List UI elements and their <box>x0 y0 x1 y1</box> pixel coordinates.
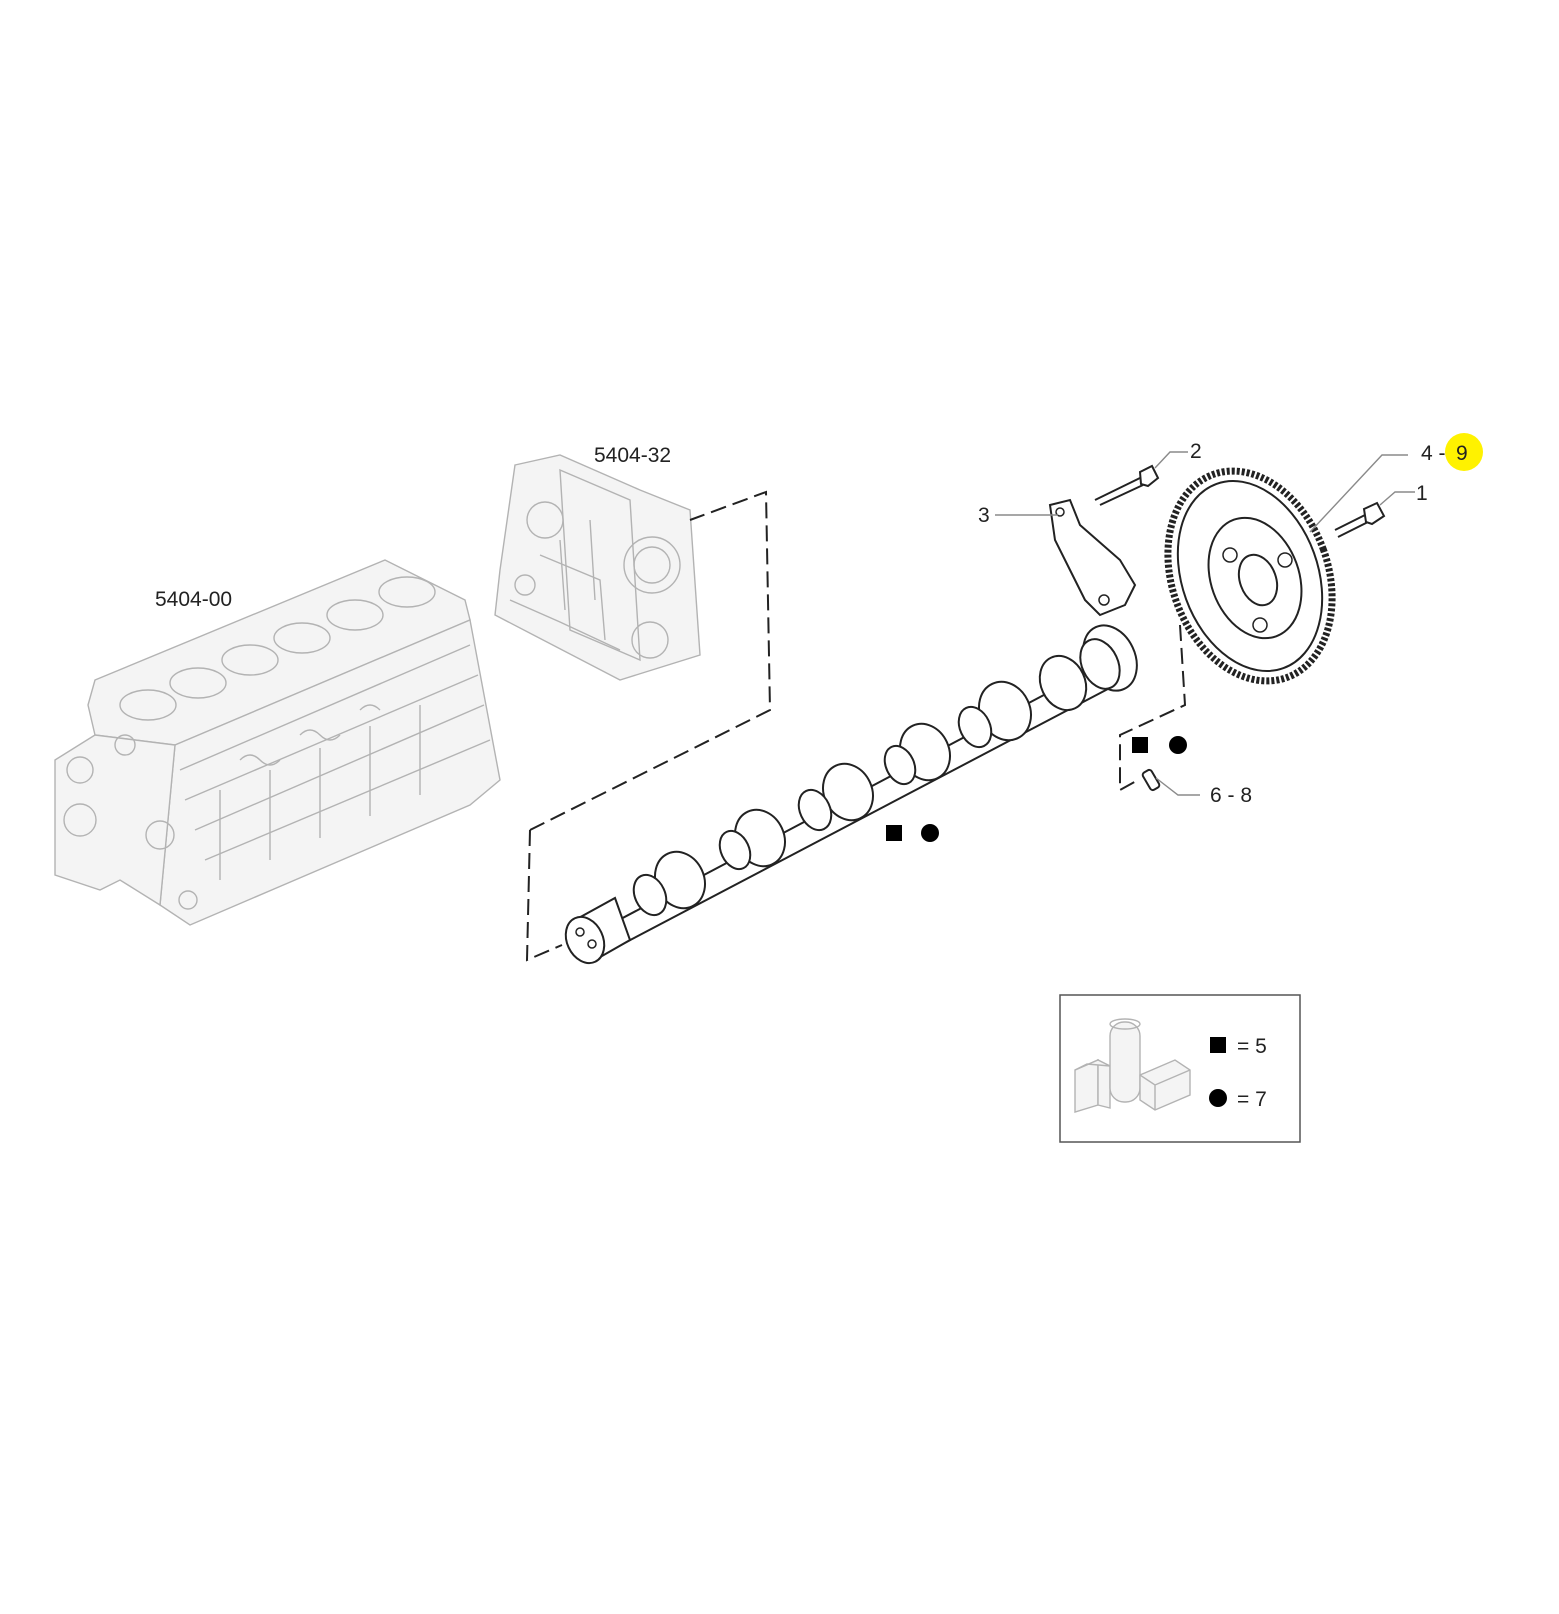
camshaft-part[interactable] <box>559 617 1147 970</box>
sealant-products-illustration <box>1074 1018 1191 1113</box>
camshaft-reference-outline <box>529 490 772 831</box>
square-marker-icon <box>886 825 902 841</box>
pin-reference-outline <box>1119 624 1187 792</box>
callout-6-8[interactable]: 6 - 8 <box>1210 784 1252 807</box>
circle-marker-icon <box>1169 736 1187 754</box>
bolt-part-2[interactable] <box>1094 464 1160 506</box>
square-marker-icon <box>1132 737 1148 753</box>
front-cover-ref-label[interactable]: 5404-32 <box>594 444 671 467</box>
square-marker-icon <box>1210 1037 1226 1053</box>
front-cover-drawing[interactable] <box>494 454 701 681</box>
legend-circle-value: = 7 <box>1237 1088 1267 1111</box>
legend-square-value: = 5 <box>1237 1035 1267 1058</box>
engine-block-ref-label[interactable]: 5404-00 <box>155 588 232 611</box>
callout-9-highlighted[interactable]: 9 <box>1456 442 1468 465</box>
thrust-plate-hole <box>1098 594 1110 606</box>
circle-marker-icon <box>921 824 939 842</box>
leader-line-2 <box>1154 451 1188 469</box>
engine-block-drawing[interactable] <box>54 559 501 926</box>
bolt-part-1[interactable] <box>1334 501 1386 538</box>
thrust-plate-part[interactable] <box>1048 498 1137 617</box>
leader-line-4-9 <box>1309 454 1408 533</box>
leader-line-6-8 <box>1155 777 1200 796</box>
highlight-marker <box>1445 433 1483 471</box>
callout-1[interactable]: 1 <box>1416 482 1428 505</box>
callout-3[interactable]: 3 <box>978 504 990 527</box>
thrust-plate-hole <box>1055 507 1065 517</box>
leader-line-1 <box>1379 491 1415 506</box>
camshaft-gear-part[interactable] <box>1140 448 1360 704</box>
pin-part[interactable] <box>1141 768 1161 792</box>
legend-box: = 5 = 7 <box>1059 994 1301 1143</box>
callout-2[interactable]: 2 <box>1190 440 1202 463</box>
circle-marker-icon <box>1209 1089 1227 1107</box>
callout-4-prefix[interactable]: 4 - <box>1421 442 1446 465</box>
camshaft-reference-outline-lower <box>525 829 563 962</box>
